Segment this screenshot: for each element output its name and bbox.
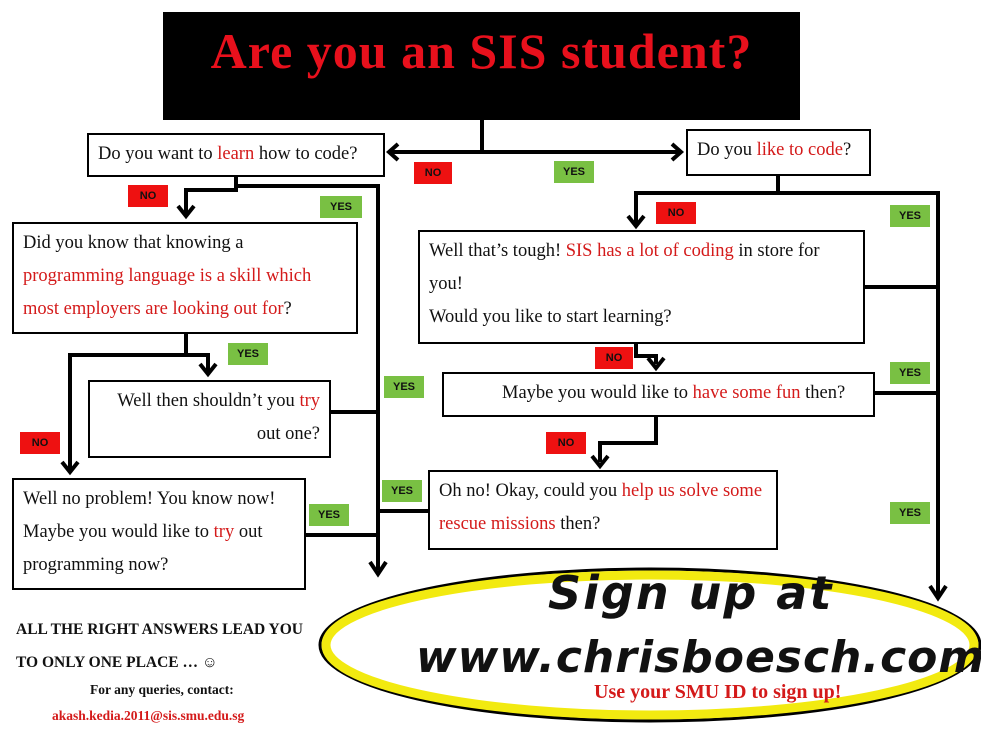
tag-no-tough: NO bbox=[595, 347, 633, 369]
tag-yes-title: YES bbox=[554, 161, 594, 183]
arrow-down-noproblem bbox=[60, 460, 80, 476]
box-did-you-know: Did you know that knowing a programming … bbox=[12, 222, 358, 334]
arrow-right-like bbox=[670, 142, 685, 162]
box-learn-code: Do you want to learn how to code? bbox=[87, 133, 385, 177]
box-tough-pre: Well that’s tough! bbox=[429, 241, 566, 261]
tag-yes-noproblem: YES bbox=[309, 504, 349, 526]
footer-contact-label: For any queries, contact: bbox=[90, 682, 234, 697]
arrow-down-didknow bbox=[176, 204, 196, 220]
tag-yes-rescue: YES bbox=[382, 480, 422, 502]
tag-no-didknow: NO bbox=[20, 432, 60, 454]
box-like-code-post: ? bbox=[842, 140, 852, 160]
box-rescue-post: then? bbox=[555, 514, 601, 534]
box-rescue-red: help us solve some rescue missions bbox=[439, 481, 763, 534]
like-no-line bbox=[634, 175, 780, 224]
arrow-left-learn bbox=[385, 142, 400, 162]
box-try-one: Well then shouldn’t you try out one? bbox=[88, 380, 331, 458]
signup-heading: Sign up at bbox=[548, 566, 834, 620]
box-learn-code-post: how to code? bbox=[254, 144, 358, 164]
signup-note: Use your SMU ID to sign up! bbox=[594, 681, 842, 703]
box-did-you-know-pre: Did you know that knowing a bbox=[23, 233, 244, 253]
learn-no-line bbox=[184, 175, 238, 214]
tag-yes-like: YES bbox=[890, 205, 930, 227]
learn-yes-line bbox=[236, 184, 380, 570]
arrow-down-tryone bbox=[198, 362, 218, 378]
box-fun-pre: Maybe you would like to bbox=[502, 383, 693, 403]
didknow-yes-line bbox=[184, 333, 210, 372]
arrow-down-ellipse-right bbox=[928, 584, 948, 602]
box-rescue-pre: Oh no! Okay, could you bbox=[439, 481, 622, 501]
box-like-code: Do you like to code? bbox=[686, 129, 871, 176]
arrow-down-rescue bbox=[590, 454, 610, 470]
page-title: Are you an SIS student? bbox=[210, 23, 753, 79]
box-try-one-post: out one? bbox=[256, 424, 320, 444]
box-learn-code-pre: Do you want to bbox=[98, 144, 218, 164]
tag-yes-didknow: YES bbox=[228, 343, 268, 365]
box-try-one-pre: Well then shouldn’t you bbox=[117, 391, 300, 411]
signup-ellipse-outline bbox=[318, 567, 981, 723]
signup-ellipse-yellow bbox=[321, 570, 979, 720]
box-tough-post: in store for you! bbox=[429, 241, 820, 294]
fun-no-line bbox=[598, 416, 658, 462]
tag-yes-tough: YES bbox=[890, 362, 930, 384]
arrow-down-fun bbox=[646, 356, 666, 372]
like-yes-line bbox=[778, 191, 940, 596]
box-no-problem-pre: Well no problem! You know now! Maybe you… bbox=[23, 489, 276, 542]
arrow-down-tough bbox=[626, 214, 646, 230]
box-tough: Well that’s tough! SIS has a lot of codi… bbox=[418, 230, 865, 344]
tag-yes-tryone: YES bbox=[384, 376, 424, 398]
tag-no-fun: NO bbox=[546, 432, 586, 454]
box-did-you-know-post: ? bbox=[283, 299, 292, 319]
box-like-code-pre: Do you bbox=[697, 140, 757, 160]
box-fun-red: have some fun bbox=[692, 383, 801, 403]
tough-no-line bbox=[634, 342, 658, 364]
title-banner bbox=[163, 12, 800, 120]
tag-no-learn: NO bbox=[128, 185, 168, 207]
signup-url[interactable]: www.chrisboesch.com bbox=[416, 632, 981, 683]
tag-yes-fun: YES bbox=[890, 502, 930, 524]
box-learn-code-red: learn bbox=[217, 144, 255, 164]
footer-right-answers: ALL THE RIGHT ANSWERS LEAD YOU TO ONLY O… bbox=[16, 621, 303, 671]
box-no-problem: Well no problem! You know now! Maybe you… bbox=[12, 478, 306, 590]
tag-yes-learn: YES bbox=[320, 196, 362, 218]
footer-email[interactable]: akash.kedia.2011@sis.smu.edu.sg bbox=[52, 708, 245, 723]
tag-no-title: NO bbox=[414, 162, 452, 184]
box-like-code-red: like to code bbox=[756, 140, 843, 160]
box-rescue: Oh no! Okay, could you help us solve som… bbox=[428, 470, 778, 550]
box-try-one-red: try bbox=[299, 391, 320, 411]
box-no-problem-red: try bbox=[213, 522, 235, 542]
arrow-down-ellipse-left bbox=[368, 560, 388, 578]
box-fun: Maybe you would like to have some fun th… bbox=[442, 372, 875, 417]
tag-no-like: NO bbox=[656, 202, 696, 224]
box-did-you-know-red: programming language is a skill which mo… bbox=[23, 266, 312, 319]
box-fun-post: then? bbox=[800, 383, 846, 403]
didknow-no-line bbox=[68, 353, 186, 470]
box-no-problem-post: out programming now? bbox=[23, 522, 263, 575]
box-tough-line2: Would you like to start learning? bbox=[429, 307, 672, 327]
box-tough-red: SIS has a lot of coding bbox=[565, 241, 734, 261]
